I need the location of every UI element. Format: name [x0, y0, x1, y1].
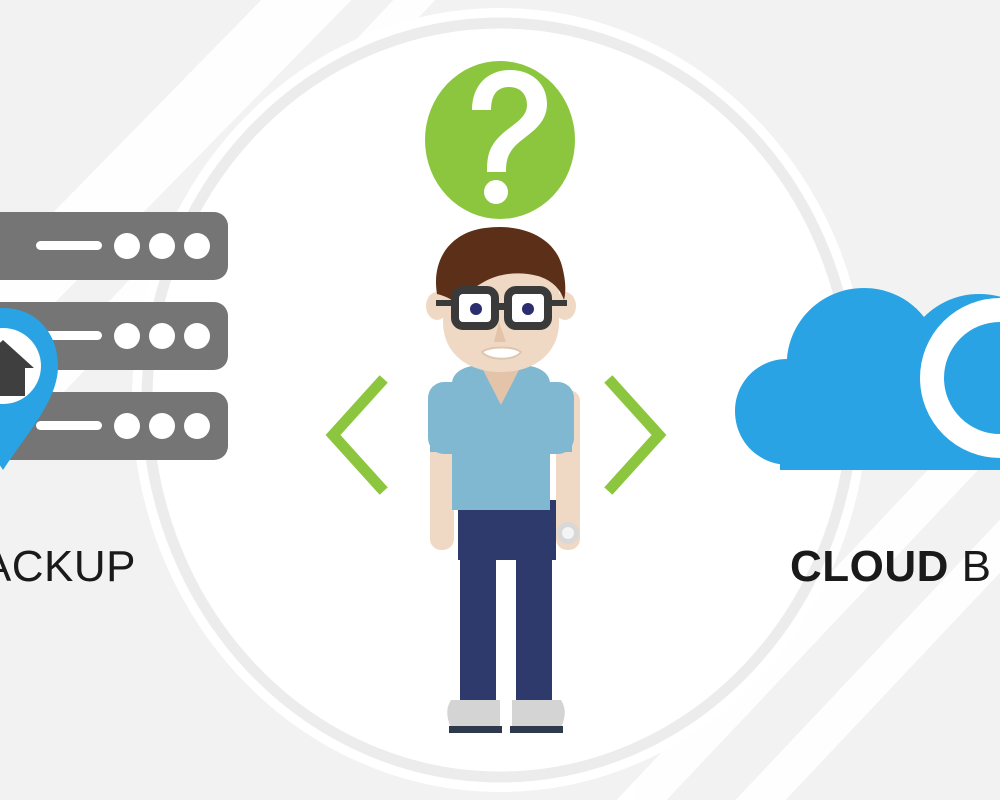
- rack-led-1b: [149, 233, 175, 259]
- server-rack-row-2[interactable]: [0, 302, 228, 370]
- left-label-text: BACKUP: [0, 542, 136, 591]
- rack-led-2a: [114, 323, 140, 349]
- shoe-sole-right: [510, 726, 563, 733]
- pants-leg-left: [460, 545, 496, 705]
- hair: [435, 226, 566, 304]
- right-label: CLOUD B: [790, 545, 992, 589]
- shoe-right: [512, 700, 565, 728]
- right-label-bold-text: CLOUD: [790, 542, 949, 591]
- right-label-regular-text: B: [948, 542, 992, 591]
- pants-leg-right: [516, 545, 552, 705]
- rack-slot-line-3: [36, 421, 102, 430]
- rack-led-3a: [114, 413, 140, 439]
- left-label: BACKUP: [0, 545, 136, 589]
- glasses-icon: [436, 286, 567, 330]
- person-shirt: [428, 366, 574, 510]
- shirt-shoulders: [428, 382, 574, 454]
- server-rack-row-3[interactable]: [0, 392, 228, 460]
- rack-led-2b: [149, 323, 175, 349]
- rack-slot-line-1: [36, 241, 102, 250]
- rack-slot-line-2: [36, 331, 102, 340]
- glasses-temple-left: [436, 300, 454, 306]
- server-rack-row-1[interactable]: [0, 212, 228, 280]
- rack-led-2c: [184, 323, 210, 349]
- eye-right: [522, 303, 534, 315]
- rack-body-3: [0, 392, 228, 460]
- wristwatch-icon: [557, 522, 579, 544]
- sync-ring-outline: [920, 298, 1000, 458]
- eye-left: [470, 303, 482, 315]
- glasses-bridge: [494, 303, 509, 310]
- sync-ring-icon[interactable]: [920, 298, 1000, 458]
- question-mark-badge[interactable]: [425, 61, 575, 219]
- house-icon: [0, 340, 34, 396]
- shoe-left: [447, 700, 500, 728]
- rack-body-1: [0, 212, 228, 280]
- question-mark-hook: [472, 70, 547, 172]
- server-rack-stack[interactable]: [0, 212, 228, 460]
- rack-body-2: [0, 302, 228, 370]
- question-mark-dot: [484, 180, 508, 204]
- rack-led-3b: [149, 413, 175, 439]
- nose: [494, 322, 506, 342]
- person-lower-body: [447, 500, 565, 733]
- person-head: [426, 226, 576, 372]
- mouth-worried: [480, 346, 523, 360]
- swoosh-stripe-4: [735, 519, 1000, 800]
- chevron-right-icon[interactable]: [604, 375, 667, 495]
- shoe-sole-left: [449, 726, 502, 733]
- rack-led-1a: [114, 233, 140, 259]
- chevron-left-icon[interactable]: [325, 375, 388, 495]
- location-pin-home-icon[interactable]: [0, 308, 58, 470]
- rack-led-1c: [184, 233, 210, 259]
- rack-led-3c: [184, 413, 210, 439]
- glasses-temple-right: [549, 300, 567, 306]
- shirt-v-neck: [481, 366, 521, 405]
